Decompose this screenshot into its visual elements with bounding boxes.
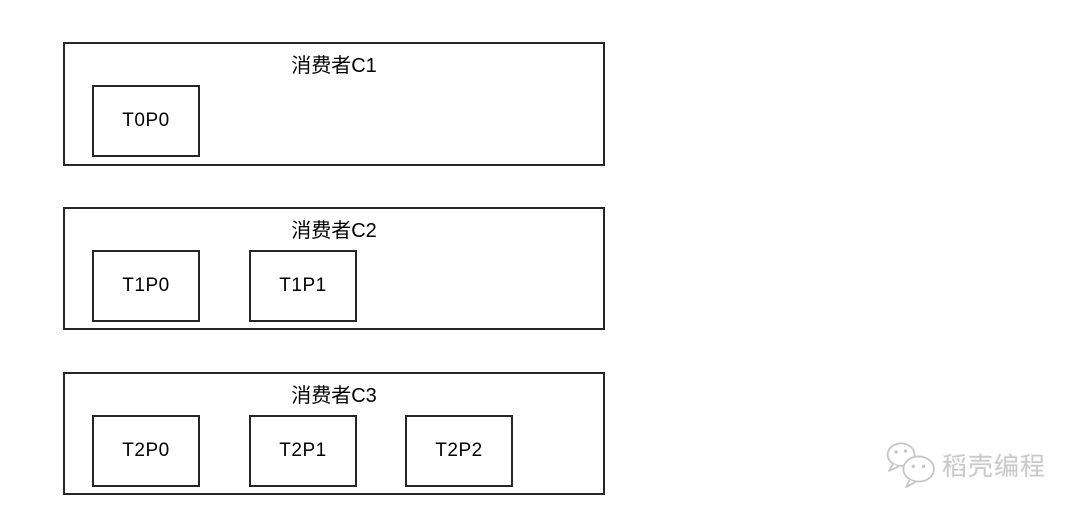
partition-label-t2p1: T2P1 <box>279 440 327 461</box>
consumer-box-c1: 消费者C1 T0P0 <box>63 42 605 166</box>
partition-box-t1p1: T1P1 <box>249 250 357 322</box>
consumer-title-c2: 消费者C2 <box>291 220 377 242</box>
partition-label-t2p0: T2P0 <box>122 440 170 461</box>
partition-box-t2p2: T2P2 <box>405 415 513 487</box>
consumer-title-c1: 消费者C1 <box>291 55 377 77</box>
consumer-box-c3: 消费者C3 T2P0 T2P1 T2P2 <box>63 372 605 495</box>
consumer-box-c2: 消费者C2 T1P0 T1P1 <box>63 207 605 330</box>
partition-label-t1p1: T1P1 <box>279 275 327 296</box>
partition-label-t2p2: T2P2 <box>435 440 483 461</box>
partition-box-t2p0: T2P0 <box>92 415 200 487</box>
partition-box-t0p0: T0P0 <box>92 85 200 157</box>
wechat-icon <box>884 440 938 490</box>
watermark: 稻壳编程 <box>884 440 1046 490</box>
partition-box-t1p0: T1P0 <box>92 250 200 322</box>
partition-box-t2p1: T2P1 <box>249 415 357 487</box>
consumer-title-c3: 消费者C3 <box>291 385 377 407</box>
partition-label-t1p0: T1P0 <box>122 275 170 296</box>
watermark-brand-text: 稻壳编程 <box>942 453 1047 481</box>
partition-label-t0p0: T0P0 <box>122 110 170 131</box>
